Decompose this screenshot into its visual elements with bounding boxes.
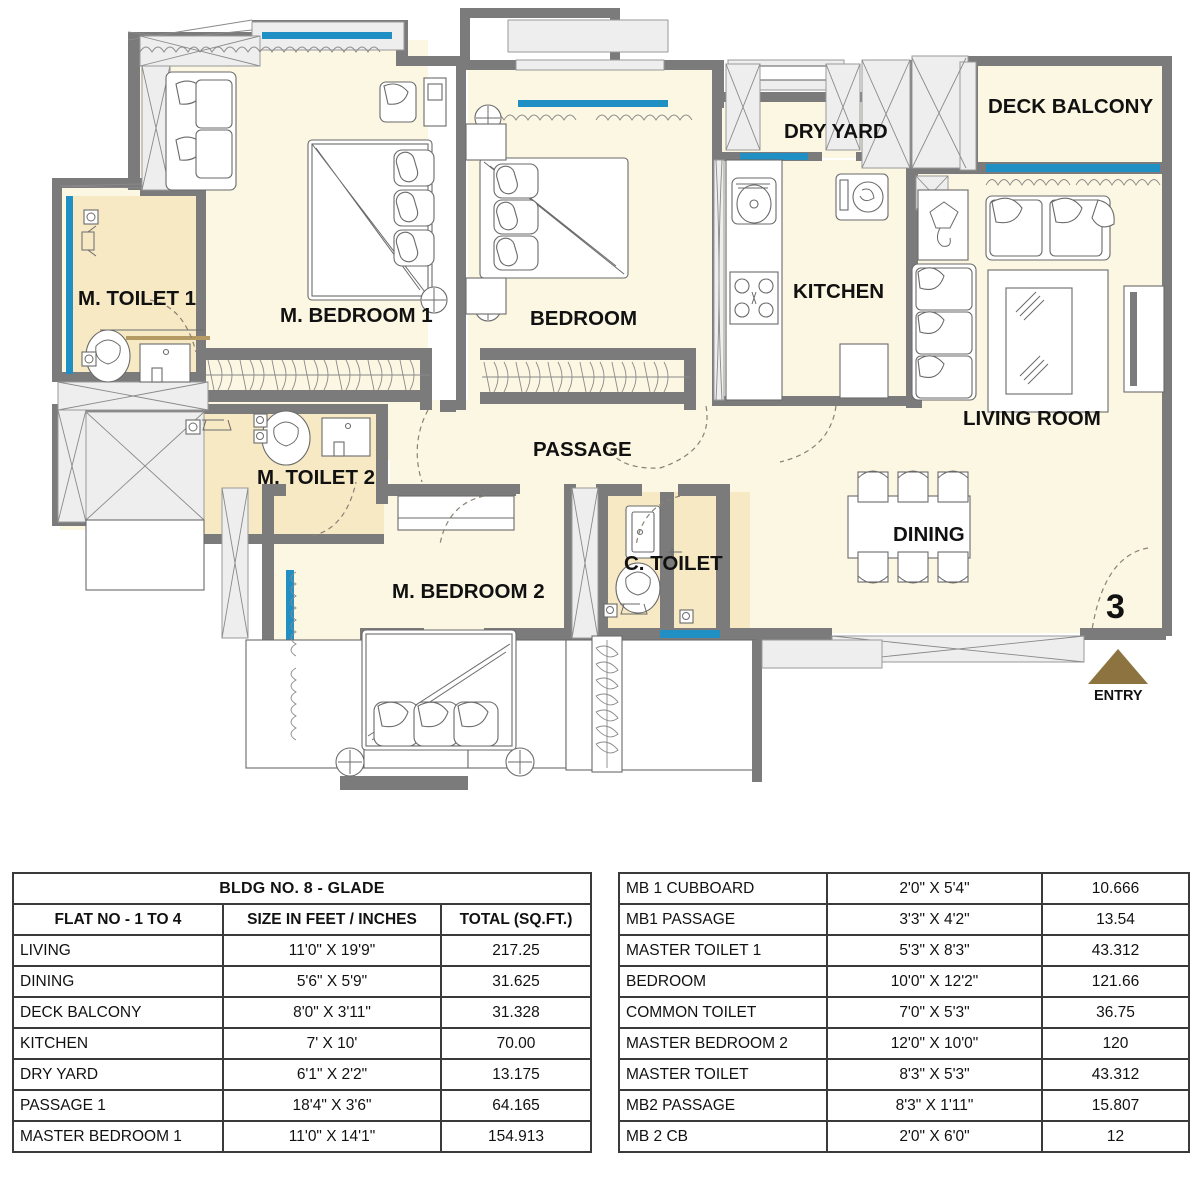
- row-name: MASTER TOILET: [618, 1058, 828, 1091]
- left-area-table: BLDG NO. 8 - GLADE FLAT NO - 1 TO 4 SIZE…: [12, 872, 592, 1153]
- room-label-passage: PASSAGE: [533, 438, 632, 461]
- table-row: COMMON TOILET 7'0" X 5'3" 36.75: [618, 996, 1190, 1029]
- table-row: MASTER TOILET 8'3" X 5'3" 43.312: [618, 1058, 1190, 1091]
- flat-number: 3: [1106, 588, 1125, 626]
- row-total: 121.66: [1041, 965, 1190, 998]
- table-row: DINING 5'6" X 5'9" 31.625: [12, 965, 592, 998]
- row-name: DRY YARD: [12, 1058, 224, 1091]
- row-total: 12: [1041, 1120, 1190, 1153]
- row-size: 3'3" X 4'2": [826, 903, 1043, 936]
- row-total: 15.807: [1041, 1089, 1190, 1122]
- floor-plan: .rm{fill:#fbf7e2;} .tl{fill:#f6e9c4;} .w…: [52, 8, 1172, 790]
- area-statement-tables: BLDG NO. 8 - GLADE FLAT NO - 1 TO 4 SIZE…: [0, 862, 1200, 1162]
- table-row: MB 1 CUBBOARD 2'0" X 5'4" 10.666: [618, 872, 1190, 905]
- row-total: 70.00: [440, 1027, 592, 1060]
- row-total: 64.165: [440, 1089, 592, 1122]
- row-total: 13.54: [1041, 903, 1190, 936]
- entry-arrow-icon: [1088, 649, 1148, 684]
- room-label-deck-balcony: DECK BALCONY: [988, 95, 1153, 118]
- room-label-m-toilet-1: M. TOILET 1: [78, 287, 196, 310]
- row-name: MB 2 CB: [618, 1120, 828, 1153]
- room-label-dining: DINING: [893, 523, 965, 546]
- row-total: 154.913: [440, 1120, 592, 1153]
- row-name: COMMON TOILET: [618, 996, 828, 1029]
- row-name: KITCHEN: [12, 1027, 224, 1060]
- room-label-m-bedroom-1: M. BEDROOM 1: [280, 304, 433, 327]
- row-total: 13.175: [440, 1058, 592, 1091]
- row-total: 31.625: [440, 965, 592, 998]
- row-size: 8'3" X 5'3": [826, 1058, 1043, 1091]
- right-area-table: MB 1 CUBBOARD 2'0" X 5'4" 10.666 MB1 PAS…: [618, 872, 1190, 1153]
- room-label-m-bedroom-2: M. BEDROOM 2: [392, 580, 545, 603]
- row-name: MB2 PASSAGE: [618, 1089, 828, 1122]
- table-row: DRY YARD 6'1" X 2'2" 13.175: [12, 1058, 592, 1091]
- room-label-c-toilet: C. TOILET: [624, 552, 723, 575]
- row-size: 11'0" X 19'9": [222, 934, 442, 967]
- table-row: MASTER BEDROOM 2 12'0" X 10'0" 120: [618, 1027, 1190, 1060]
- row-name: PASSAGE 1: [12, 1089, 224, 1122]
- table-row: BEDROOM 10'0" X 12'2" 121.66: [618, 965, 1190, 998]
- row-size: 7' X 10': [222, 1027, 442, 1060]
- row-total: 43.312: [1041, 934, 1190, 967]
- row-name: MB1 PASSAGE: [618, 903, 828, 936]
- row-total: 36.75: [1041, 996, 1190, 1029]
- room-label-living-room: LIVING ROOM: [963, 407, 1101, 430]
- table-row: MB 2 CB 2'0" X 6'0" 12: [618, 1120, 1190, 1153]
- row-name: BEDROOM: [618, 965, 828, 998]
- row-name: DECK BALCONY: [12, 996, 224, 1029]
- table-row: MB2 PASSAGE 8'3" X 1'11" 15.807: [618, 1089, 1190, 1122]
- entry-label: ENTRY: [1094, 688, 1143, 704]
- row-name: MASTER TOILET 1: [618, 934, 828, 967]
- col-header-size: SIZE IN FEET / INCHES: [222, 903, 442, 936]
- table-row: MB1 PASSAGE 3'3" X 4'2" 13.54: [618, 903, 1190, 936]
- table-row: MASTER TOILET 1 5'3" X 8'3" 43.312: [618, 934, 1190, 967]
- row-size: 18'4" X 3'6": [222, 1089, 442, 1122]
- table-title: BLDG NO. 8 - GLADE: [12, 872, 592, 905]
- row-size: 10'0" X 12'2": [826, 965, 1043, 998]
- row-size: 8'3" X 1'11": [826, 1089, 1043, 1122]
- row-total: 217.25: [440, 934, 592, 967]
- room-label-m-toilet-2: M. TOILET 2: [257, 466, 375, 489]
- col-header-total: TOTAL (SQ.FT.): [440, 903, 592, 936]
- row-size: 8'0" X 3'11": [222, 996, 442, 1029]
- room-label-dry-yard: DRY YARD: [784, 120, 888, 143]
- table-row: LIVING 11'0" X 19'9" 217.25: [12, 934, 592, 967]
- row-size: 12'0" X 10'0": [826, 1027, 1043, 1060]
- row-total: 120: [1041, 1027, 1190, 1060]
- row-size: 2'0" X 6'0": [826, 1120, 1043, 1153]
- table-row: PASSAGE 1 18'4" X 3'6" 64.165: [12, 1089, 592, 1122]
- table-row: DECK BALCONY 8'0" X 3'11" 31.328: [12, 996, 592, 1029]
- table-row: MASTER BEDROOM 1 11'0" X 14'1" 154.913: [12, 1120, 592, 1153]
- row-size: 2'0" X 5'4": [826, 872, 1043, 905]
- row-name: MASTER BEDROOM 2: [618, 1027, 828, 1060]
- col-header-flat-no: FLAT NO - 1 TO 4: [12, 903, 224, 936]
- row-name: MB 1 CUBBOARD: [618, 872, 828, 905]
- room-label-bedroom: BEDROOM: [530, 307, 637, 330]
- row-size: 5'6" X 5'9": [222, 965, 442, 998]
- row-name: DINING: [12, 965, 224, 998]
- row-name: LIVING: [12, 934, 224, 967]
- table-row: KITCHEN 7' X 10' 70.00: [12, 1027, 592, 1060]
- row-total: 10.666: [1041, 872, 1190, 905]
- row-name: MASTER BEDROOM 1: [12, 1120, 224, 1153]
- row-size: 7'0" X 5'3": [826, 996, 1043, 1029]
- row-size: 5'3" X 8'3": [826, 934, 1043, 967]
- row-total: 43.312: [1041, 1058, 1190, 1091]
- row-size: 6'1" X 2'2": [222, 1058, 442, 1091]
- row-size: 11'0" X 14'1": [222, 1120, 442, 1153]
- row-total: 31.328: [440, 996, 592, 1029]
- room-label-kitchen: KITCHEN: [793, 280, 884, 303]
